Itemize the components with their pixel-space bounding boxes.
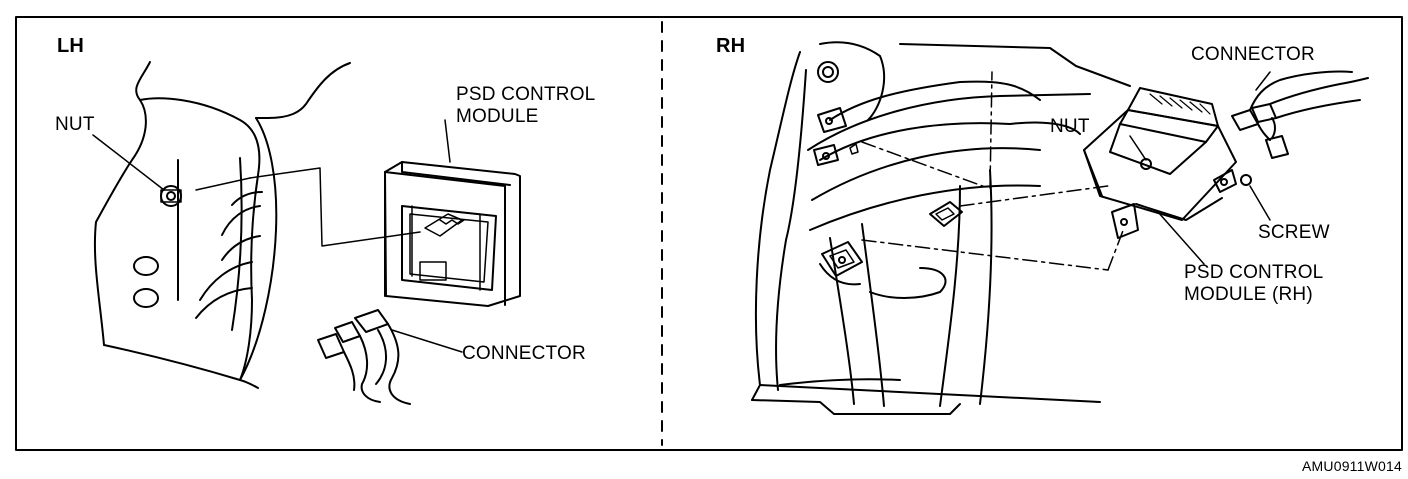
lh-nut-icon xyxy=(160,185,182,207)
rh-leader-lines xyxy=(861,71,1271,271)
rh-module-label-line1: PSD CONTROL xyxy=(1184,262,1324,283)
lh-body-panel xyxy=(93,61,351,389)
lh-module-label-line2: MODULE xyxy=(456,106,539,127)
rh-clip-upper xyxy=(929,201,963,227)
figure-border xyxy=(15,16,1403,451)
rh-connector-label: CONNECTOR xyxy=(1191,44,1315,65)
lh-connector-label: CONNECTOR xyxy=(462,343,586,364)
lh-module-label-line1: PSD CONTROL xyxy=(456,84,596,105)
rh-module-label-line2: MODULE (RH) xyxy=(1184,284,1313,305)
panel-tag-lh: LH xyxy=(57,35,85,57)
panel-tag-rh: RH xyxy=(716,35,746,57)
rh-clip-lower xyxy=(821,241,863,277)
figure-code: AMU0911W014 xyxy=(1302,458,1402,474)
lh-connector-harness xyxy=(317,309,411,405)
lh-leader-lines xyxy=(92,119,463,353)
rh-nut-label: NUT xyxy=(1050,116,1090,137)
lh-psd-control-module xyxy=(384,161,521,307)
lh-nut-label: NUT xyxy=(55,114,95,135)
rh-psd-control-module xyxy=(1083,87,1237,239)
rh-screw-icon xyxy=(1240,174,1252,186)
rh-screw-label: SCREW xyxy=(1258,222,1330,243)
rh-connector-harness xyxy=(1231,70,1369,159)
rh-body-panel xyxy=(751,41,1131,415)
